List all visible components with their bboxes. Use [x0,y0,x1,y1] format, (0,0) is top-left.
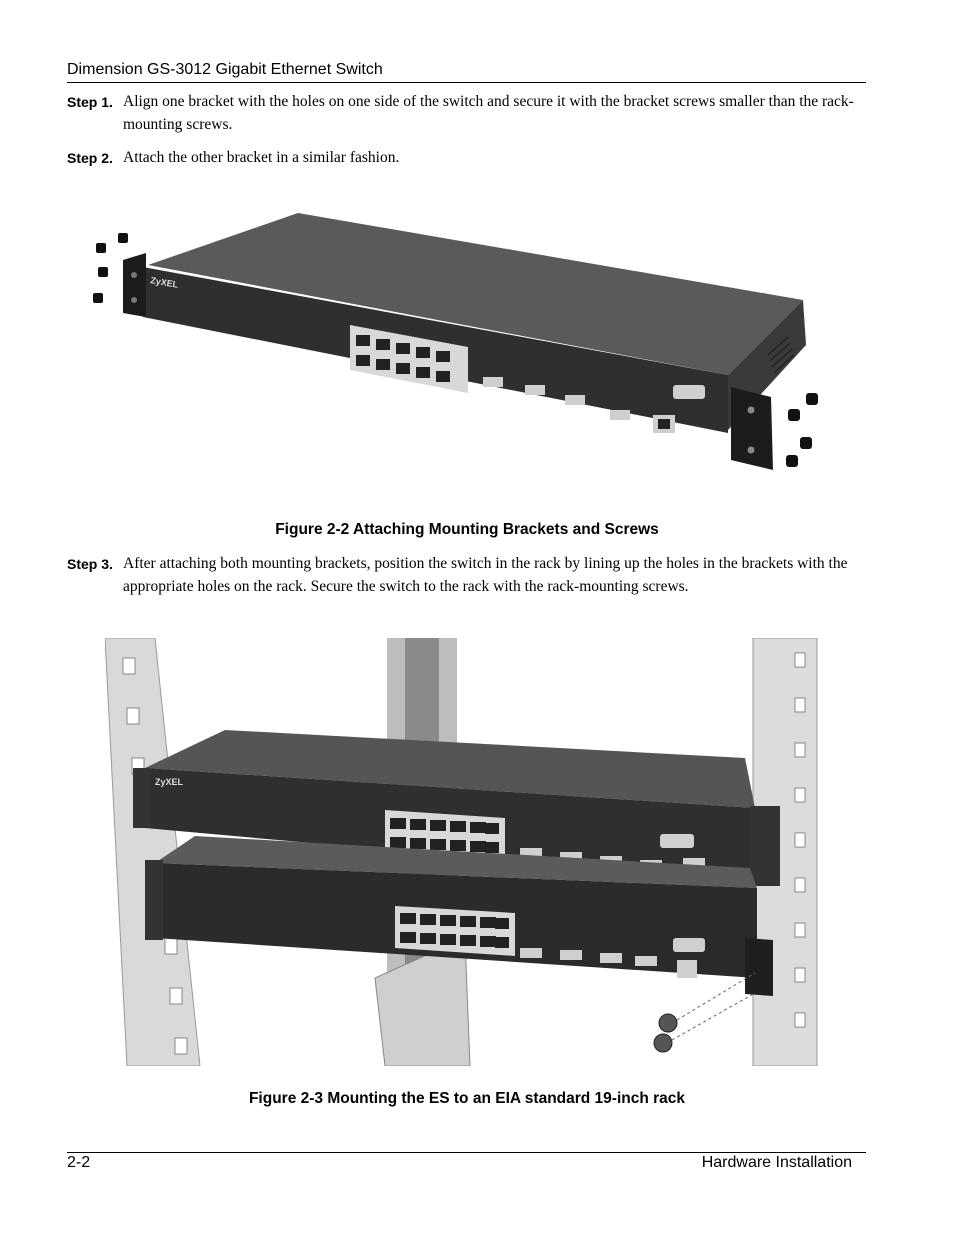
page-header-title: Dimension GS-3012 Gigabit Ethernet Switc… [67,61,383,78]
figure-2-3-illustration: ZyXEL [104,637,819,1067]
step-3: Step 3. After attaching both mounting br… [67,552,857,598]
step-3-text: After attaching both mounting brackets, … [123,555,848,595]
upper-switch-brand: ZyXEL [155,777,184,787]
page-number: 2-2 [67,1154,91,1171]
step-3-label: Step 3. [67,556,113,572]
switches-in-rack-image: ZyXEL [104,637,819,1067]
step-1-label: Step 1. [67,94,113,110]
step-1-text: Align one bracket with the holes on one … [123,93,854,133]
footer-divider [67,1152,866,1153]
header-divider [67,82,866,83]
step-1: Step 1. Align one bracket with the holes… [67,90,857,136]
device-brand-label: ZyXEL [150,275,180,290]
step-2: Step 2. Attach the other bracket in a si… [67,146,857,169]
switch-with-brackets-image: ZyXEL [93,213,818,470]
step-2-label: Step 2. [67,150,113,166]
section-title: Hardware Installation [701,1154,852,1171]
step-2-text: Attach the other bracket in a similar fa… [123,149,400,166]
figure-2-3-caption: Figure 2-3 Mounting the ES to an EIA sta… [248,1090,686,1107]
figure-2-2-caption: Figure 2-2 Attaching Mounting Brackets a… [275,521,659,538]
figure-2-2-illustration: ZyXEL [88,205,828,480]
